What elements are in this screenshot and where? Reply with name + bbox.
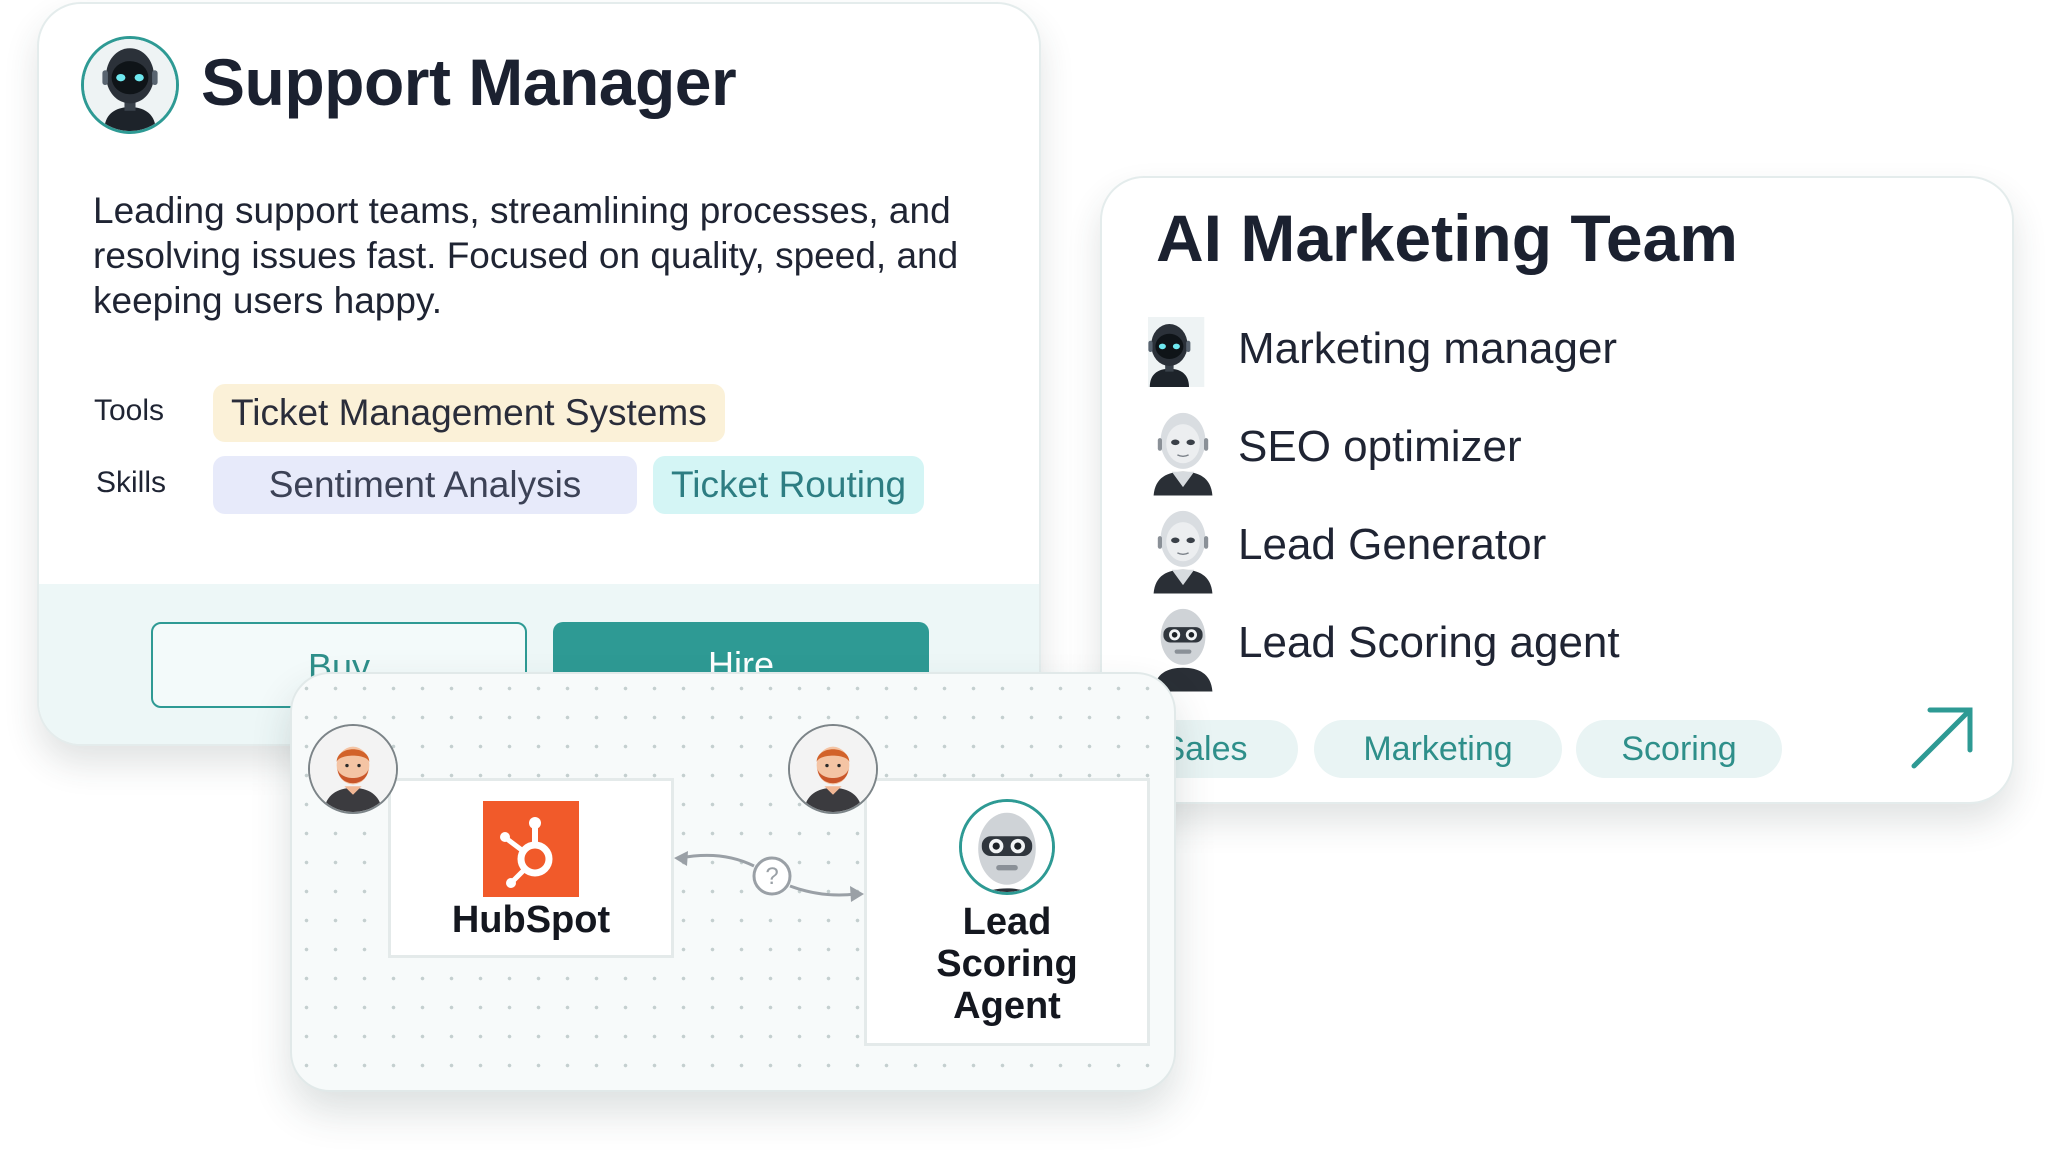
- tool-chip: Ticket Management Systems: [213, 384, 725, 442]
- node-label-line: Scoring: [936, 943, 1078, 985]
- team-member: Marketing manager: [1148, 306, 1948, 398]
- hubspot-node[interactable]: HubSpot: [388, 778, 674, 958]
- node-label: Lead Scoring Agent: [867, 901, 1147, 1027]
- team-member: SEO optimizer: [1148, 404, 1948, 496]
- marketing-team-card[interactable]: AI Marketing Team Marketing manager SEO …: [1100, 176, 2014, 804]
- node-label: HubSpot: [451, 899, 611, 941]
- person-avatar-icon[interactable]: [308, 724, 398, 814]
- robot-avatar-icon: [959, 799, 1055, 895]
- team-member: Lead Scoring agent: [1148, 600, 1948, 692]
- agent-title: Support Manager: [201, 45, 737, 119]
- connector-arrow[interactable]: ?: [672, 844, 868, 928]
- team-member: Lead Generator: [1148, 502, 1948, 594]
- robot-avatar-icon: [81, 36, 179, 134]
- question-mark-icon: ?: [765, 863, 778, 890]
- member-name: Marketing manager: [1238, 324, 1618, 373]
- arrow-up-right-icon[interactable]: [1908, 704, 1976, 772]
- tag-chip: Scoring: [1576, 720, 1782, 778]
- workflow-canvas: HubSpot Lead Scoring Agent ?: [290, 672, 1176, 1092]
- robot-face-icon: [1148, 404, 1218, 496]
- robot-face-icon: [1148, 502, 1218, 594]
- team-title: AI Marketing Team: [1156, 201, 1738, 275]
- skill-chip: Ticket Routing: [653, 456, 925, 514]
- member-name: Lead Generator: [1238, 520, 1547, 569]
- person-avatar-icon[interactable]: [788, 724, 878, 814]
- member-name: Lead Scoring agent: [1238, 618, 1620, 667]
- lead-scoring-agent-node[interactable]: Lead Scoring Agent: [864, 778, 1150, 1046]
- node-label-line: Lead: [962, 901, 1052, 943]
- hubspot-logo-icon: [483, 801, 579, 897]
- tag-chip: Marketing: [1314, 720, 1562, 778]
- agent-description: Leading support teams, streamlining proc…: [93, 190, 959, 321]
- node-label-line: Agent: [953, 985, 1061, 1027]
- skills-label: Skills: [96, 466, 167, 499]
- tools-label: Tools: [94, 394, 165, 427]
- skill-chip: Sentiment Analysis: [213, 456, 637, 514]
- support-manager-card: Support Manager Leading support teams, s…: [37, 2, 1041, 746]
- robot-face-icon: [1148, 306, 1218, 398]
- member-name: SEO optimizer: [1238, 422, 1522, 471]
